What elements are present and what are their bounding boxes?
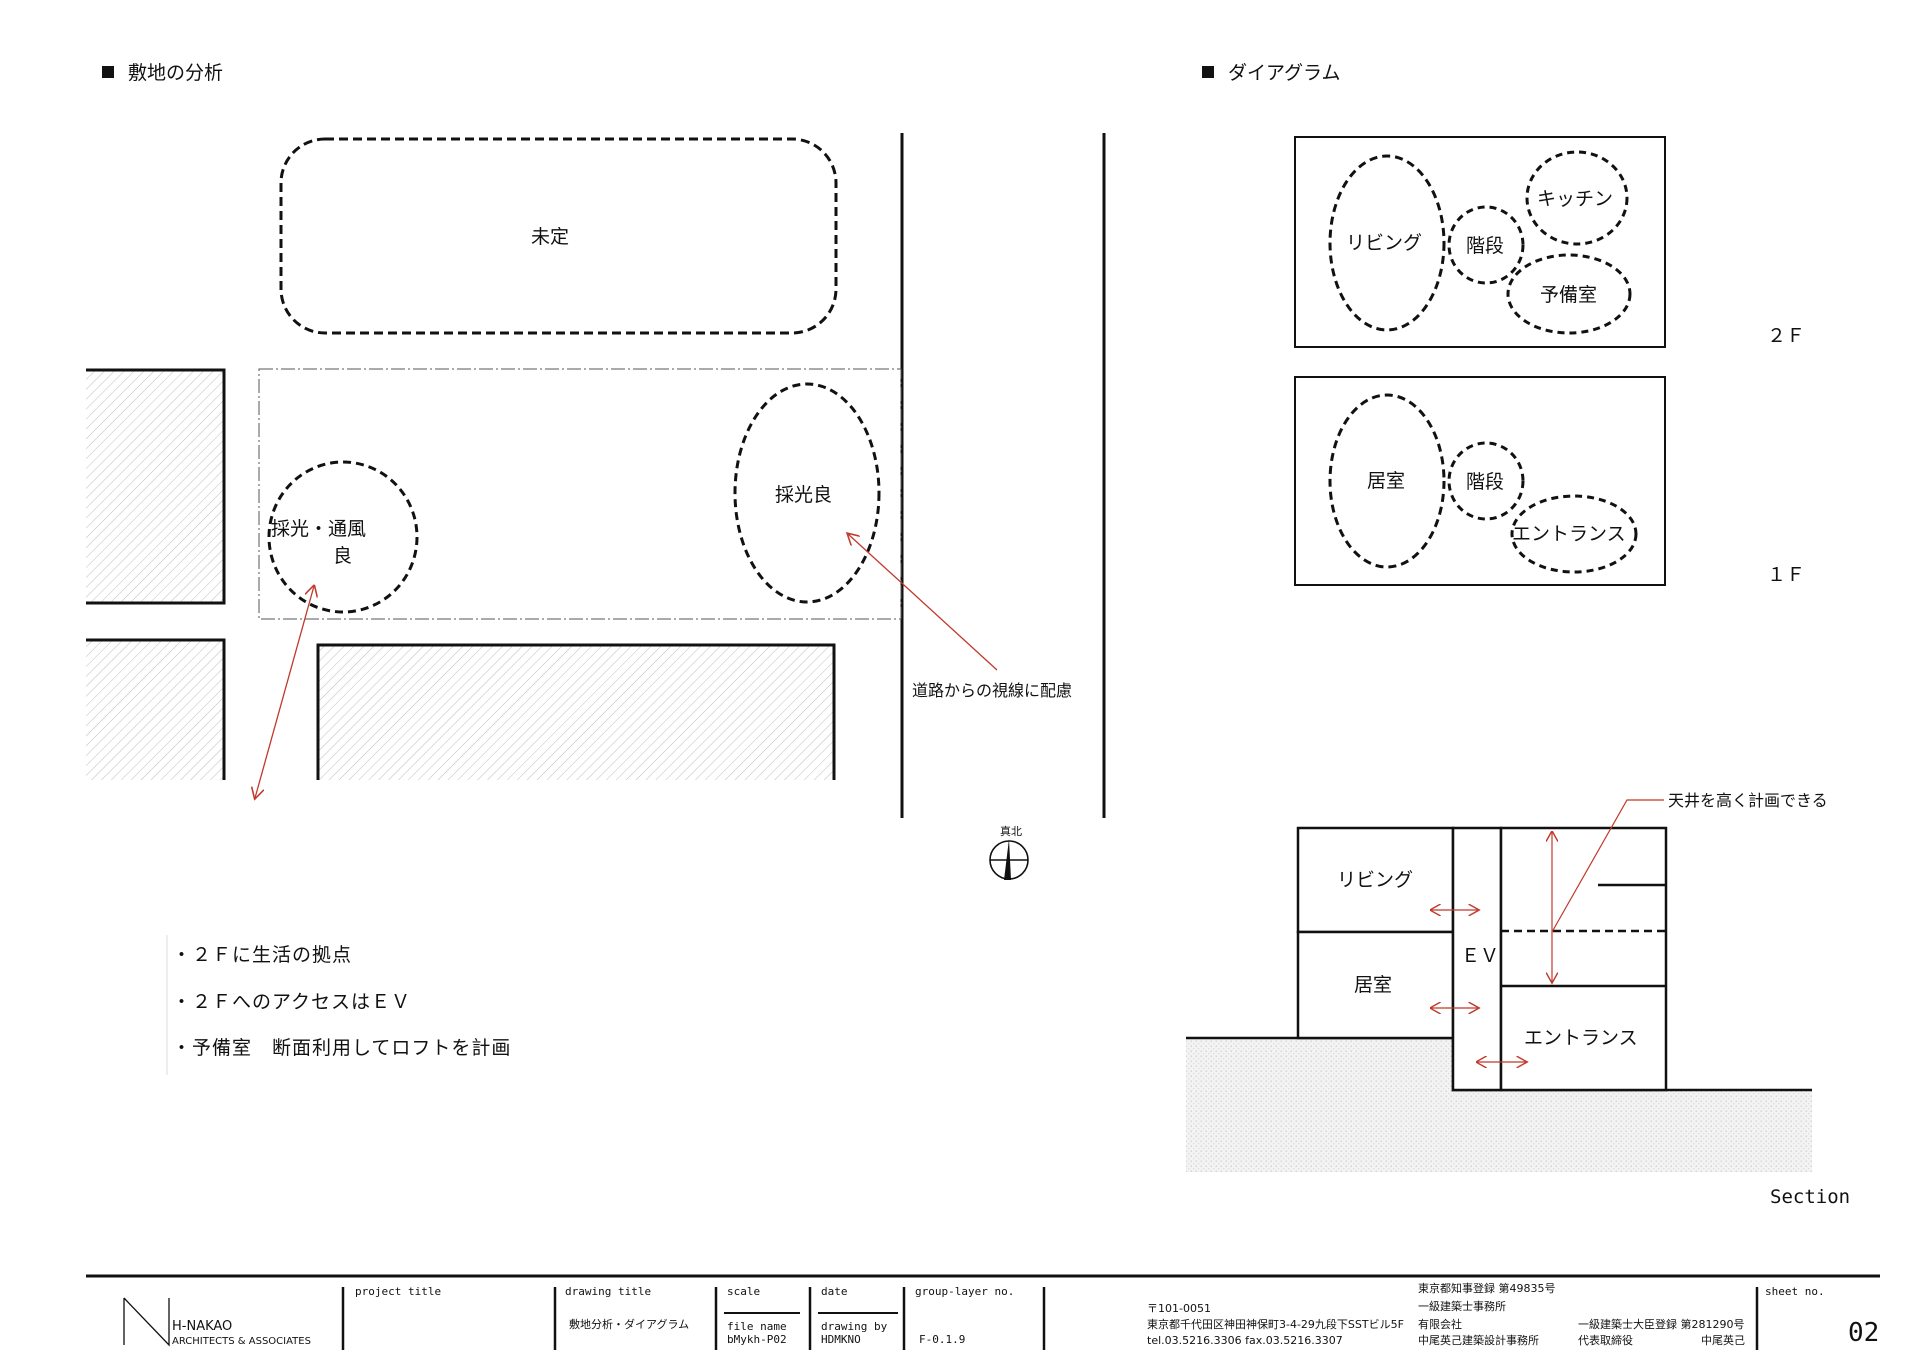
site-boundary xyxy=(258,368,902,620)
floor1-label: １Ｆ xyxy=(1767,564,1805,586)
firm-logo xyxy=(123,1297,170,1347)
floor2-label: ２Ｆ xyxy=(1767,325,1805,347)
zone-good-light-label: 採光良 xyxy=(775,484,832,506)
section-caption: Section xyxy=(1770,1186,1850,1208)
file-name: bMykh-P02 xyxy=(727,1333,787,1346)
registration-2: 一級建築士事務所 xyxy=(1418,1299,1506,1313)
undetermined-zone xyxy=(279,137,838,335)
postal-code: 〒101-0051 xyxy=(1147,1302,1211,1315)
date-label: date xyxy=(821,1285,848,1298)
section-room-block xyxy=(1296,930,1455,1040)
red-arrow-left xyxy=(255,586,314,798)
project-title-label: project title xyxy=(355,1285,441,1298)
ceiling-note-leader xyxy=(1551,799,1664,933)
neighbor-building-bottom xyxy=(318,645,834,780)
sheet-no: 02 xyxy=(1848,1318,1879,1348)
neighbor-building-bottom-left-outline xyxy=(86,638,226,780)
section-room-label: 居室 xyxy=(1354,974,1392,996)
note-3: ・予備室 断面利用してロフトを計画 xyxy=(172,1037,511,1059)
heading-bullet xyxy=(102,66,114,78)
neighbor-building-bottom-left xyxy=(86,640,224,780)
firm-name-line2: ARCHITECTS & ASSOCIATES xyxy=(172,1336,311,1347)
room-stairs-2f-label: 階段 xyxy=(1466,235,1504,257)
floor1-box xyxy=(1294,376,1666,586)
room-kitchen-2f-label: キッチン xyxy=(1537,188,1613,210)
room-entrance-1f xyxy=(1510,494,1638,574)
group-layer: F-0.1.9 xyxy=(919,1333,965,1346)
zone-light-ventilation-label-1: 採光・通風 xyxy=(271,518,366,540)
floor2-box xyxy=(1294,136,1666,348)
file-name-label: file name xyxy=(727,1320,787,1333)
room-room-1f-label: 居室 xyxy=(1367,470,1405,492)
drawing-title: 敷地分析・ダイアグラム xyxy=(569,1317,689,1331)
firm-name-line1: H-NAKAO xyxy=(172,1319,232,1334)
site-analysis-heading: 敷地の分析 xyxy=(128,62,223,84)
tel-fax: tel.03.5216.3306 fax.03.5216.3307 xyxy=(1147,1334,1343,1347)
drawing-title-label: drawing title xyxy=(565,1285,651,1298)
section-ev-label: ＥＶ xyxy=(1461,945,1499,967)
section-living-label: リビング xyxy=(1337,869,1413,891)
drawing-by-label: drawing by xyxy=(821,1320,888,1333)
section-ev-shaft xyxy=(1451,826,1503,1092)
room-spare-2f-label: 予備室 xyxy=(1540,284,1597,306)
ground-fill xyxy=(1186,1038,1812,1172)
room-entrance-1f-label: エントランス xyxy=(1512,523,1626,545)
note-1: ・２Ｆに生活の拠点 xyxy=(172,944,352,966)
zone-good-light xyxy=(733,382,881,604)
room-kitchen-2f xyxy=(1525,150,1629,246)
registration-1: 東京都知事登録 第49835号 xyxy=(1418,1281,1556,1295)
north-label: 真北 xyxy=(1000,824,1022,838)
undetermined-label: 未定 xyxy=(531,226,569,248)
section-entrance-label: エントランス xyxy=(1524,1027,1638,1049)
neighbor-building-top-left-outline xyxy=(86,368,226,605)
room-spare-2f xyxy=(1506,253,1632,335)
representative-name: 中尾英己 xyxy=(1701,1333,1745,1347)
room-living-2f xyxy=(1328,154,1446,332)
neighbor-building-top-left xyxy=(86,370,224,603)
architect-registration: 一級建築士大臣登録 第281290号 xyxy=(1578,1317,1745,1331)
room-stairs-1f xyxy=(1447,441,1525,521)
north-arrow-icon xyxy=(989,839,1029,880)
scale-label: scale xyxy=(727,1285,760,1298)
company-type: 有限会社 xyxy=(1418,1317,1462,1331)
zone-light-ventilation-label-2: 良 xyxy=(333,545,352,567)
group-layer-label: group-layer no. xyxy=(915,1285,1014,1298)
room-stairs-1f-label: 階段 xyxy=(1466,471,1504,493)
road-note: 道路からの視線に配慮 xyxy=(912,681,1072,700)
ceiling-note: 天井を高く計画できる xyxy=(1668,791,1828,810)
diagram-heading: ダイアグラム xyxy=(1228,62,1340,84)
company-name: 中尾英己建築設計事務所 xyxy=(1418,1333,1539,1347)
representative-title: 代表取締役 xyxy=(1578,1333,1633,1347)
zone-light-ventilation xyxy=(267,460,419,614)
drawing-by: HDMKNO xyxy=(821,1333,861,1346)
note-2: ・２ＦへのアクセスはＥＶ xyxy=(172,991,411,1013)
room-living-2f-label: リビング xyxy=(1346,232,1422,254)
section-right-block xyxy=(1499,826,1668,1092)
room-stairs-2f xyxy=(1447,205,1525,285)
red-arrow-right xyxy=(848,534,998,671)
sheet-no-label: sheet no. xyxy=(1765,1285,1825,1298)
room-room-1f xyxy=(1328,393,1446,569)
heading-bullet xyxy=(1202,66,1214,78)
address: 東京都千代田区神田神保町3-4-29九段下SSTビル5F xyxy=(1147,1317,1404,1331)
